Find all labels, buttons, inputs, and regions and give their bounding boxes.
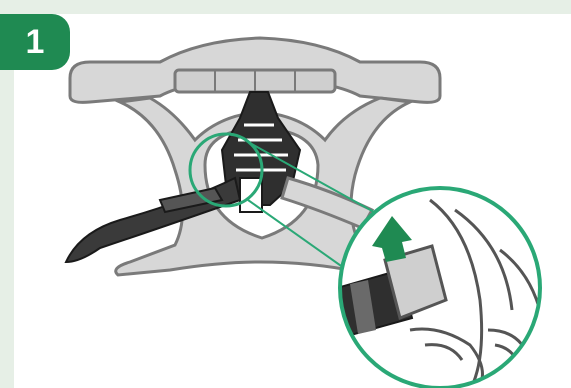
step-number: 1: [26, 23, 45, 62]
step-number-badge: 1: [0, 14, 70, 70]
